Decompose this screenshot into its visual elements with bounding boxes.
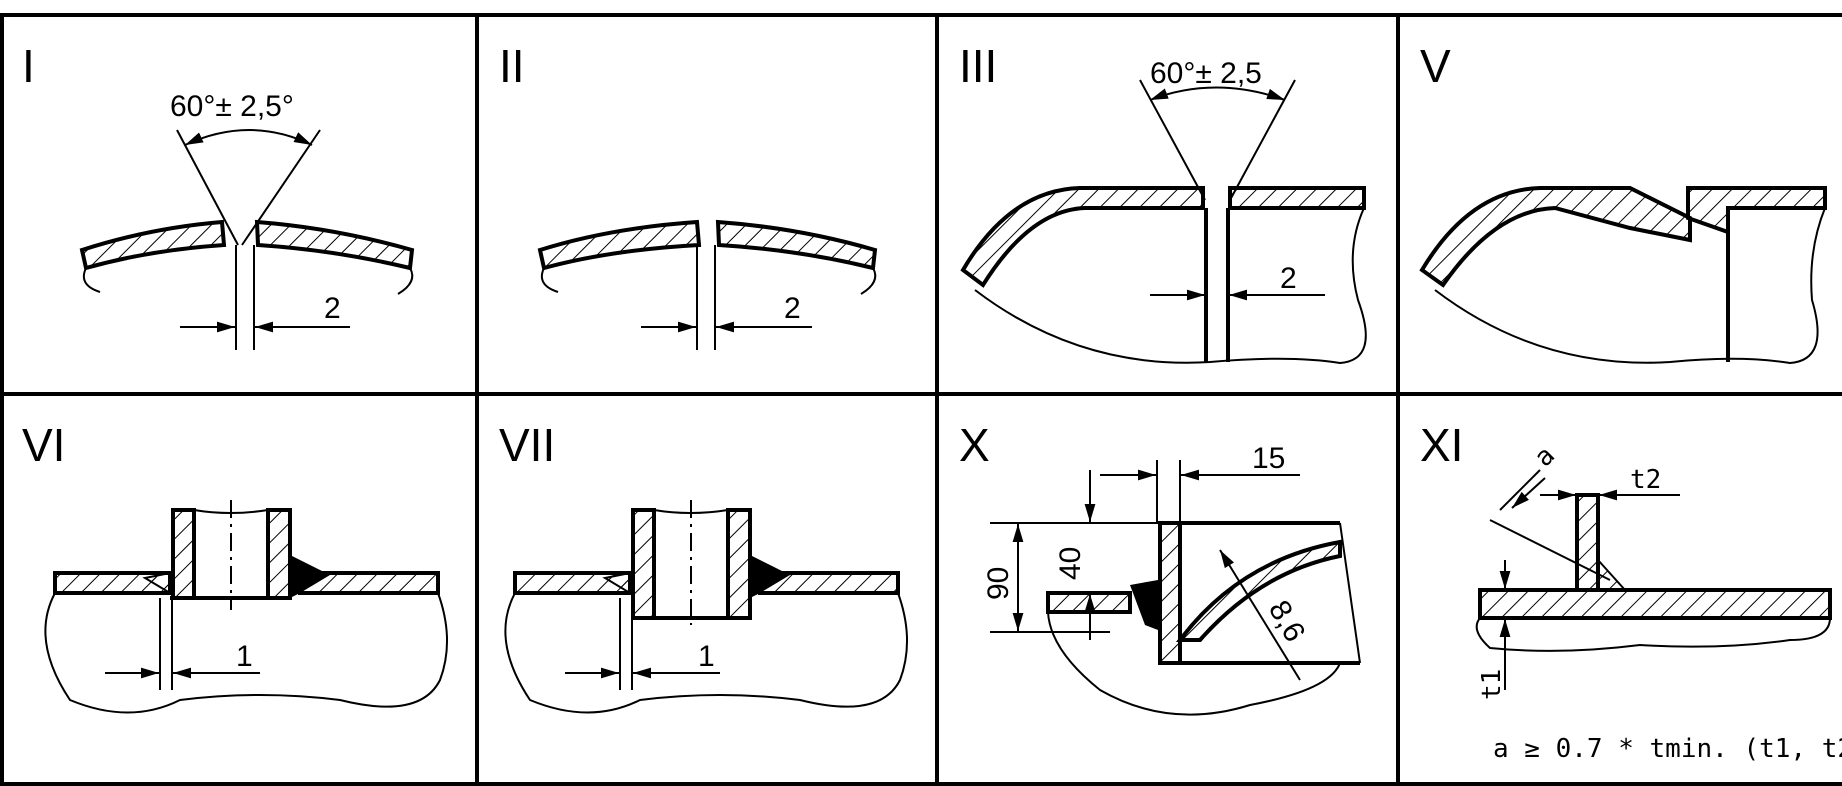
- panel-ii-drawing: [537, 219, 878, 350]
- panel-xi-formula: a ≥ 0.7 * tmin. (t1, t2): [1493, 734, 1842, 764]
- panel-xi-t2: t2: [1630, 465, 1661, 495]
- panel-v: V: [1398, 15, 1842, 394]
- panel-v-drawing: [1419, 186, 1827, 365]
- panel-vii-drawing: [504, 500, 908, 714]
- panel-vii-gap: 1: [698, 640, 715, 673]
- panel-iii: III: [937, 15, 1398, 394]
- panel-iii-label: III: [959, 40, 998, 92]
- panel-x: X: [937, 394, 1398, 784]
- panel-x-drawing: [990, 460, 1361, 716]
- panel-x-height-outer: 90: [982, 567, 1015, 600]
- panel-x-label: X: [959, 419, 990, 471]
- panel-vi-gap: 1: [236, 640, 253, 673]
- panel-ii-gap: 2: [784, 292, 801, 325]
- panel-xi-drawing: [1475, 469, 1832, 690]
- panel-xi: XI: [1398, 394, 1842, 784]
- panel-vi-drawing: [44, 500, 448, 714]
- panel-vii-label: VII: [499, 419, 556, 471]
- panel-vii: VII: [477, 394, 937, 784]
- panel-iii-gap: 2: [1280, 262, 1297, 295]
- panel-vi: VI: [0, 394, 477, 784]
- panel-xi-t1: t1: [1477, 669, 1507, 700]
- panel-x-width: 15: [1252, 442, 1285, 475]
- panel-iii-angle: 60°± 2,5: [1150, 57, 1262, 90]
- panel-iii-drawing: [960, 79, 1367, 365]
- panel-i-drawing: [79, 129, 415, 350]
- panel-vi-label: VI: [22, 419, 66, 471]
- panel-i-gap: 2: [324, 292, 341, 325]
- panel-ii-label: II: [499, 40, 525, 92]
- panel-i-angle: 60°± 2,5°: [170, 90, 294, 123]
- panel-x-height-inner: 40: [1054, 547, 1087, 580]
- panel-ii: II: [477, 15, 937, 394]
- panel-xi-label: XI: [1420, 419, 1464, 471]
- grid-frame: [0, 13, 1842, 786]
- panel-i: I: [0, 15, 477, 394]
- panel-v-label: V: [1420, 40, 1451, 92]
- panel-i-label: I: [22, 40, 35, 92]
